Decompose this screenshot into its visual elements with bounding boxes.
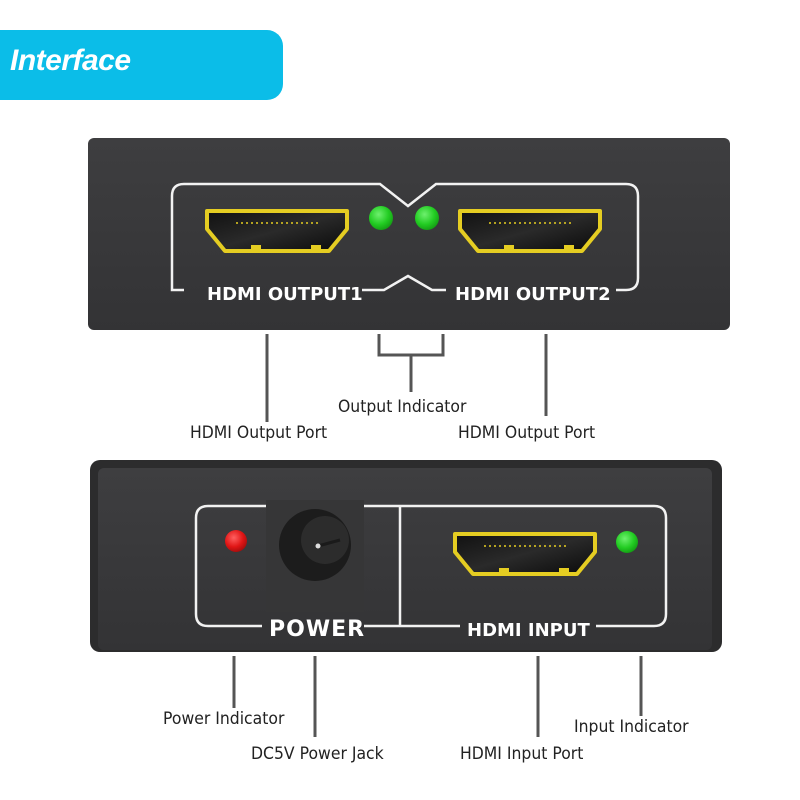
power-jack-inner <box>301 516 349 564</box>
label-dc5v-power-jack: DC5V Power Jack <box>251 744 384 764</box>
output-indicator-led-1 <box>369 206 393 230</box>
output-indicator-led-2 <box>415 206 439 230</box>
hdmi-output1-label: HDMI OUTPUT1 <box>207 284 363 305</box>
label-hdmi-output-port-left: HDMI Output Port <box>190 423 328 443</box>
input-callout-lines <box>232 656 643 737</box>
callout-bracket-output-indicator <box>377 334 445 357</box>
power-jack-pin <box>317 538 341 548</box>
label-output-indicator: Output Indicator <box>338 397 467 417</box>
banner-title: Interface <box>10 44 131 77</box>
output-callout-lines <box>265 334 548 422</box>
power-label: POWER <box>269 617 365 642</box>
hdmi-input-label: HDMI INPUT <box>467 620 590 641</box>
power-jack-center <box>315 543 321 549</box>
panel-outline-notch <box>362 274 446 292</box>
input-side-device: POWER HDMI INPUT <box>90 460 722 652</box>
power-indicator-led <box>225 530 247 552</box>
label-power-indicator: Power Indicator <box>163 709 285 729</box>
device-body <box>88 138 730 330</box>
label-hdmi-input-port: HDMI Input Port <box>460 744 584 764</box>
hdmi-input-port <box>453 532 597 576</box>
output-side-device: HDMI OUTPUT1 HDMI OUTPUT2 <box>88 138 730 330</box>
label-input-indicator: Input Indicator <box>574 717 689 737</box>
hdmi-output-port-2 <box>458 209 602 253</box>
label-hdmi-output-port-right: HDMI Output Port <box>458 423 596 443</box>
input-indicator-led <box>616 531 638 553</box>
hdmi-output2-label: HDMI OUTPUT2 <box>455 284 611 305</box>
panel-outline <box>170 182 640 292</box>
power-panel-outline <box>194 504 266 628</box>
input-panel-outline <box>364 504 668 628</box>
section-banner: Interface <box>0 30 283 100</box>
hdmi-output-port-1 <box>205 209 349 253</box>
device-body <box>98 468 712 650</box>
